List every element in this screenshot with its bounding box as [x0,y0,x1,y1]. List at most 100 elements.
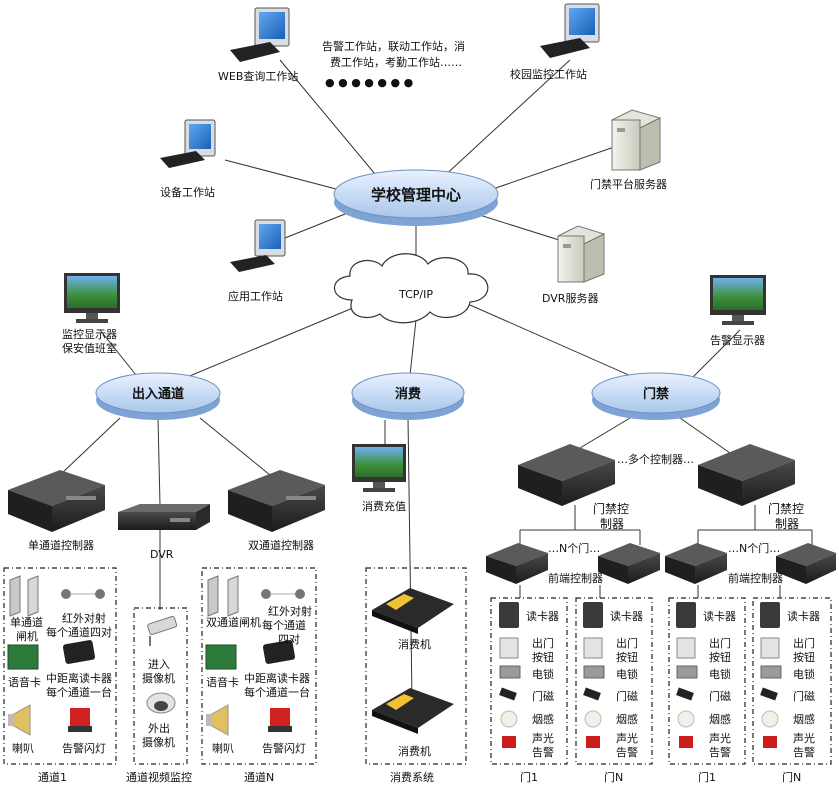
alarm-display-label: 告警显示器 [710,333,765,347]
door-reader-label: 读卡器 [787,609,820,623]
door-controller-left-label-2: 制器 [600,517,624,531]
alarm-note-line2: 费工作站，考勤工作站…… [330,55,462,69]
door-controller-right-icon [698,444,795,506]
ch1-reader-label-1: 中距离读卡器 [46,671,112,685]
door-column-3-labels: 读卡器 出门 按钮 电锁 门磁 烟感 声光 告警 [703,609,736,759]
door-reader-label: 读卡器 [703,609,736,623]
double-controller-label: 双通道控制器 [248,538,314,552]
door-lock-label: 电锁 [793,667,815,681]
front-end-controllers-icons [486,543,836,584]
single-channel-controller-icon [8,470,105,532]
door-exit-label-2: 按钮 [709,650,731,664]
pos-machine-bottom-icon [372,688,454,734]
door-exit-label-2: 按钮 [532,650,554,664]
dashed-groups [3,567,832,765]
entry-camera-label-1: 进入 [148,658,170,671]
door-column-2-icons [583,602,605,748]
door-reader-label: 读卡器 [526,609,559,623]
door-exit-label-1: 出门 [709,636,731,650]
door-alarm-label-1: 声光 [532,731,554,745]
n-doors-right-label: …N个门… [728,541,780,555]
school-center-hub: 学校管理中心 [333,169,499,226]
channelN-devices [205,575,305,736]
ch1-gate-label-1: 单通道 [10,615,43,629]
channel1-devices [7,575,105,736]
door-column-1-labels: 读卡器 出门 按钮 电锁 门磁 烟感 声光 告警 [526,609,559,759]
entry-channel-label: 出入通道 [132,386,184,402]
campus-workstation-computer-icon [540,3,600,58]
ch1-reader-label-2: 每个通道一台 [46,685,112,699]
equipment-workstation-computer-icon [160,119,216,168]
door-lock-label: 电锁 [532,667,554,681]
dvr-server-icon [556,225,606,283]
tcpip-label: TCP/IP [398,288,433,301]
door-caption-4: 门N [782,770,801,784]
door-alarm-label-2: 告警 [709,745,731,759]
door-smoke-label: 烟感 [616,712,638,726]
guard-monitor-icon [64,273,120,323]
consumption-hub: 消费 [351,372,465,420]
tcpip-cloud: TCP/IP [333,253,489,324]
chN-ir-label-3: 四对 [278,632,300,646]
door-exit-label-1: 出门 [532,636,554,650]
gate-icon [9,575,39,617]
door-column-4-labels: 读卡器 出门 按钮 电锁 门磁 烟感 声光 告警 [787,609,820,759]
dvr-label: DVR [150,548,174,561]
door-exit-label-2: 按钮 [793,650,815,664]
chN-horn-label: 喇叭 [212,741,234,755]
consumption-label: 消费 [395,386,421,402]
ellipsis-dots: ● ● ● ● ● ● ● [325,76,413,89]
recharge-label: 消费充值 [362,499,406,513]
chN-ir-label-2: 每个通道 [262,618,306,632]
card-reader-icon [262,640,296,664]
card-reader-icon [62,640,96,664]
channel1-caption: 通道1 [38,770,67,784]
chN-ir-label-1: 红外对射 [268,604,312,618]
exit-camera-label-1: 外出 [148,721,170,735]
door-controller-right-label-2: 制器 [775,517,799,531]
n-doors-left-label: …N个门… [548,541,600,555]
chN-voice-label: 语音卡 [206,675,239,689]
dvr-server-label: DVR服务器 [542,292,598,305]
guard-monitor-label-1: 监控显示器 [62,327,117,341]
door-caption-1: 门1 [520,770,538,784]
ch1-gate-label-2: 闸机 [16,629,38,643]
alarm-monitor-icon [710,275,766,325]
entry-camera-icon [147,615,178,646]
flash-light-icon [68,708,92,732]
access-control-label: 门禁 [643,386,669,402]
ch1-ir-label-2: 每个通道四对 [46,625,112,639]
pos-caption: 消费系统 [390,770,434,784]
door-alarm-label-1: 声光 [793,731,815,745]
voice-card-icon [205,644,237,670]
gate-icon [207,575,239,617]
door-controller-right-label-1: 门禁控 [768,501,804,516]
pos-machine-top-icon [372,588,454,634]
front-end-right-label: 前端控制器 [728,571,783,585]
door-alarm-label-1: 声光 [709,731,731,745]
door-column-2-labels: 读卡器 出门 按钮 电锁 门磁 烟感 声光 告警 [610,609,643,759]
web-workstation-computer-icon [230,7,290,62]
dvr-recorder-icon [118,504,210,530]
door-smoke-label: 烟感 [532,712,554,726]
campus-workstation-label: 校园监控工作站 [510,67,587,81]
door-magnet-label: 门磁 [793,689,815,703]
chN-gate-label: 双通道闸机 [206,615,261,629]
ir-beam-icon [61,589,105,599]
chN-flash-label: 告警闪灯 [262,741,306,755]
ch1-ir-label-1: 红外对射 [62,611,106,625]
equipment-workstation-label: 设备工作站 [160,185,215,199]
front-end-left-label: 前端控制器 [548,571,603,585]
ir-beam-icon [261,589,305,599]
access-control-hub: 门禁 [591,372,721,420]
horn-icon [206,704,229,736]
channelN-caption: 通道N [244,770,274,784]
door-exit-label-2: 按钮 [616,650,638,664]
entry-channel-hub: 出入通道 [95,372,221,420]
door-magnet-label: 门磁 [616,689,638,703]
school-center-label: 学校管理中心 [371,186,461,204]
door-caption-2: 门N [604,770,623,784]
door-alarm-label-2: 告警 [532,745,554,759]
